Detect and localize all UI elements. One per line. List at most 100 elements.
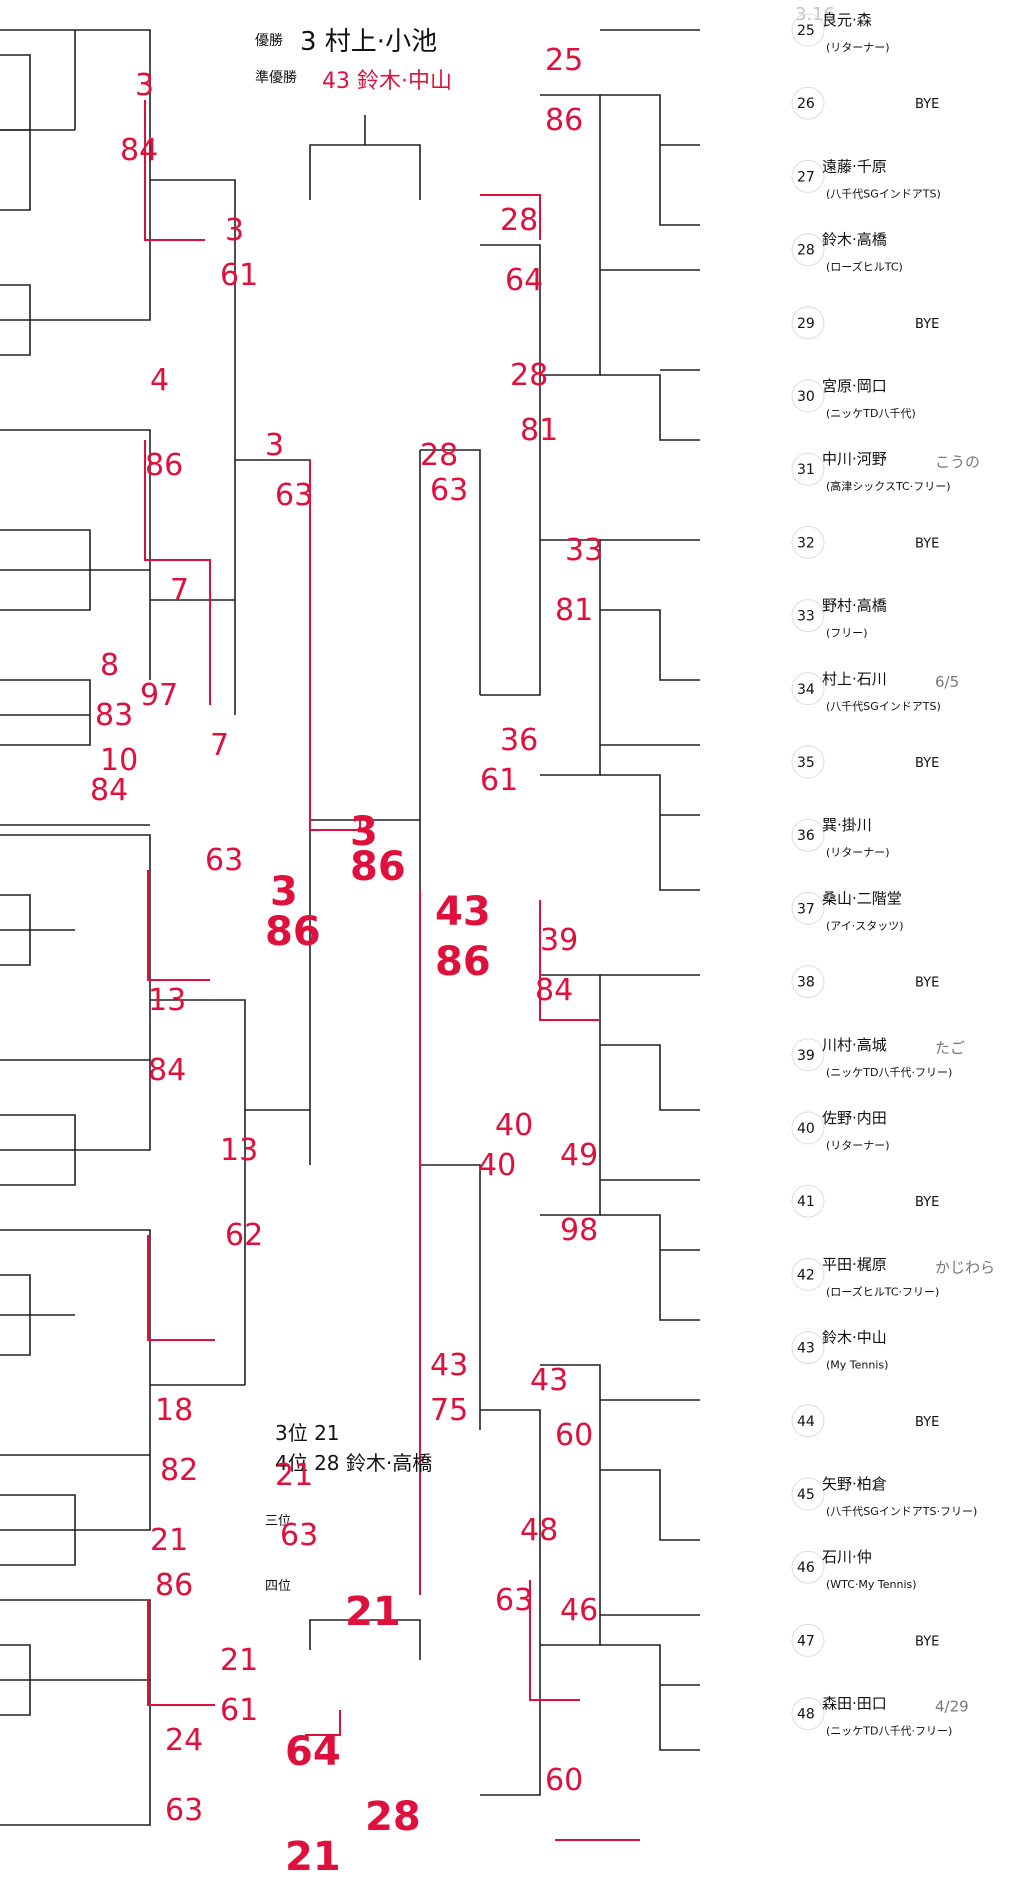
entry-bye: BYE: [915, 536, 939, 551]
right-score: 75: [430, 1393, 468, 1428]
entry-number-ring: [791, 599, 825, 633]
entry-number-ring: [791, 379, 825, 413]
entry-number-ring: [791, 1257, 825, 1291]
entry-number-ring: [791, 1477, 825, 1511]
right-score: 39: [540, 923, 578, 958]
right-score: 28: [510, 358, 548, 393]
entry-number-ring: [791, 13, 825, 47]
right-score: 63: [495, 1583, 533, 1618]
top-corner-mark: 3.16: [795, 4, 835, 25]
bracket-lines: [0, 29, 700, 1826]
right-score: 40: [478, 1148, 516, 1183]
entry-number: 41: [797, 1194, 815, 1210]
entry-club: (ローズヒルTC): [826, 260, 903, 274]
entry-note: 6/5: [935, 673, 959, 691]
entry-number: 47: [797, 1633, 815, 1649]
third-place-score: 21: [285, 1834, 341, 1880]
left-score: 63: [165, 1793, 203, 1828]
right-score: 81: [520, 413, 558, 448]
left-score: 21: [275, 1458, 313, 1493]
entry-number-ring: [791, 525, 825, 559]
entry-number-ring: [791, 965, 825, 999]
left-score: 63: [205, 843, 243, 878]
entry-club: (フリー): [826, 627, 868, 640]
entry-club: (ローズヒルTC·フリー): [826, 1284, 939, 1298]
third-place-score: 64: [285, 1729, 341, 1775]
right-score: 49: [560, 1138, 598, 1173]
left-score: 84: [120, 133, 158, 168]
left-score: 4: [150, 363, 169, 398]
fourth-place-label: 四位: [265, 1579, 291, 1594]
right-score: 60: [555, 1418, 593, 1453]
entry-number: 30: [797, 389, 815, 405]
left-score: 18: [155, 1393, 193, 1428]
entry-number: 26: [797, 96, 815, 112]
entry-number: 35: [797, 755, 815, 771]
left-score: 61: [220, 1693, 258, 1728]
left-score: 13: [220, 1133, 258, 1168]
right-score: 64: [505, 263, 543, 298]
third-place-note: 3位 21: [275, 1421, 340, 1445]
fourth-place-note: 4位 28 鈴木·高橋: [275, 1451, 432, 1475]
right-score: 28: [500, 203, 538, 238]
entry-number: 39: [797, 1048, 815, 1064]
left-score: 86: [350, 844, 406, 890]
entry-number-ring: [791, 1184, 825, 1218]
right-score: 46: [560, 1593, 598, 1628]
entry-note: かじわら: [935, 1258, 995, 1276]
entry-number: 43: [797, 1341, 815, 1357]
entry-name: 石川·仲: [822, 1548, 872, 1566]
entry-name: 中川·河野: [822, 450, 887, 468]
entry-row: 35 BYE: [791, 745, 939, 779]
entry-name: 宮原·岡口: [822, 377, 887, 395]
entry-name: 良元·森: [822, 11, 872, 29]
left-score: 62: [225, 1218, 263, 1253]
entry-bye: BYE: [915, 1415, 939, 1430]
entry-number: 31: [797, 462, 815, 478]
left-score: 82: [160, 1453, 198, 1488]
right-score: 81: [555, 593, 593, 628]
entry-row: 44 BYE: [791, 1404, 939, 1438]
entry-number-ring: [791, 818, 825, 852]
entry-number: 46: [797, 1560, 815, 1576]
entry-name: 村上·石川: [822, 670, 887, 688]
entry-number-ring: [791, 233, 825, 267]
right-score: 36: [500, 723, 538, 758]
left-handwritten-scores: 3843614863637897837108463386386138413621…: [90, 68, 406, 1828]
entry-club: (WTC·My Tennis): [826, 1578, 917, 1591]
entry-number: 36: [797, 828, 815, 844]
entry-number-ring: [791, 86, 825, 120]
entry-number: 33: [797, 609, 815, 625]
left-score: 10: [100, 743, 138, 778]
left-score: 3: [265, 428, 284, 463]
right-score: 28: [420, 438, 458, 473]
left-score: 7: [170, 573, 189, 608]
entry-club: (My Tennis): [826, 1359, 888, 1372]
runner-up-label: 準優勝: [255, 70, 297, 86]
entry-number: 44: [797, 1414, 815, 1430]
red-ink-lines: [144, 100, 640, 1841]
right-score: 43: [435, 889, 491, 935]
entry-bye: BYE: [915, 756, 939, 771]
entry-row: 43 鈴木·中山 (My Tennis): [791, 1329, 888, 1372]
third-place-score: 28: [365, 1794, 421, 1840]
left-score: 21: [220, 1643, 258, 1678]
left-score: 63: [280, 1518, 318, 1553]
entry-number: 34: [797, 682, 815, 698]
entry-bye: BYE: [915, 317, 939, 332]
left-score: 86: [265, 909, 321, 955]
entry-name: 鈴木·中山: [822, 1329, 887, 1347]
entry-number: 38: [797, 975, 815, 991]
entry-note: 4/29: [935, 1698, 969, 1716]
